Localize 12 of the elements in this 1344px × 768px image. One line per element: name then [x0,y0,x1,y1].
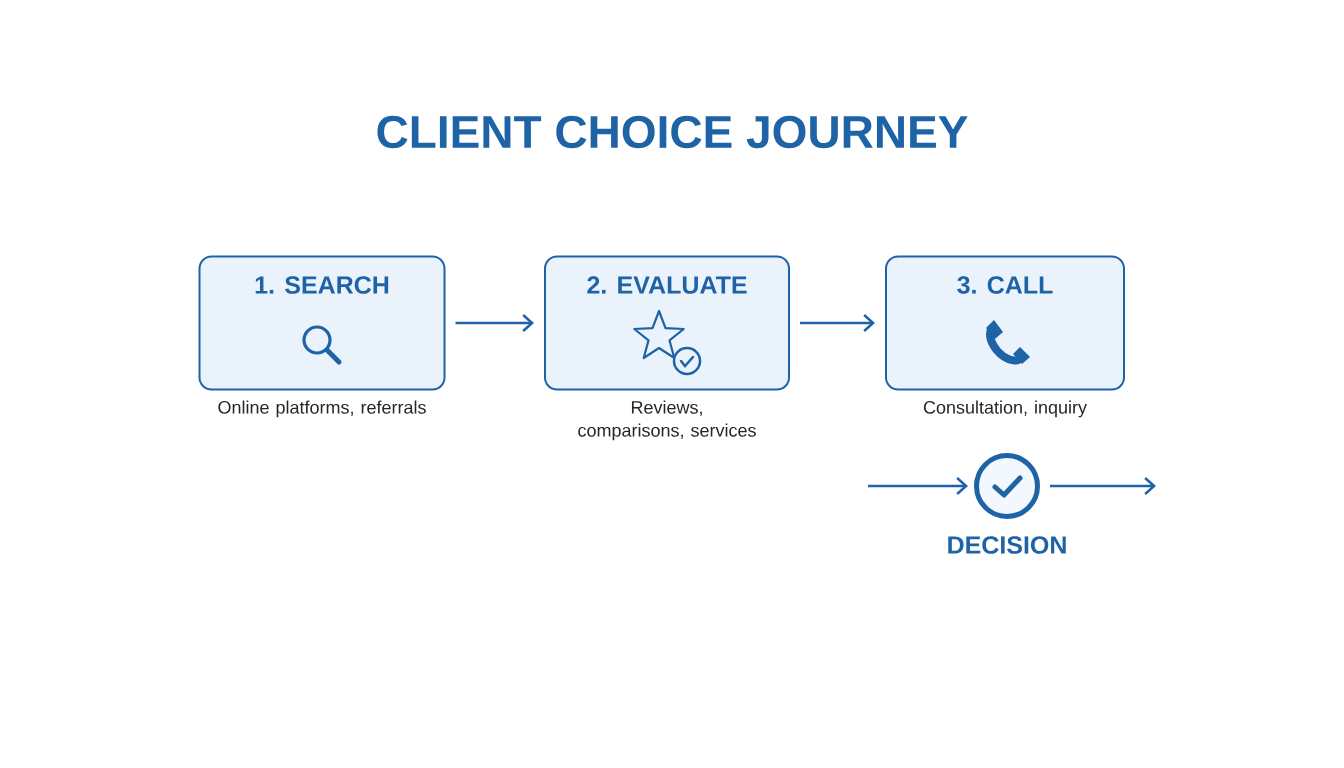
step-box: 2. EVALUATE [544,255,790,391]
arrow [1050,477,1156,495]
step-caption: Online platforms, referrals [218,400,426,418]
arrow [868,477,968,495]
arrow [800,314,875,332]
step-box: 1. SEARCH [198,255,446,391]
title: CLIENT CHOICE JOURNEY [377,115,968,149]
step-caption: Consultation, inquiry [923,400,1087,418]
decision-label: DECISION [948,536,1066,554]
step-caption: Reviews, comparisons, services [578,400,756,441]
arrow [455,314,534,332]
step-box: 3. CALL [885,255,1125,391]
